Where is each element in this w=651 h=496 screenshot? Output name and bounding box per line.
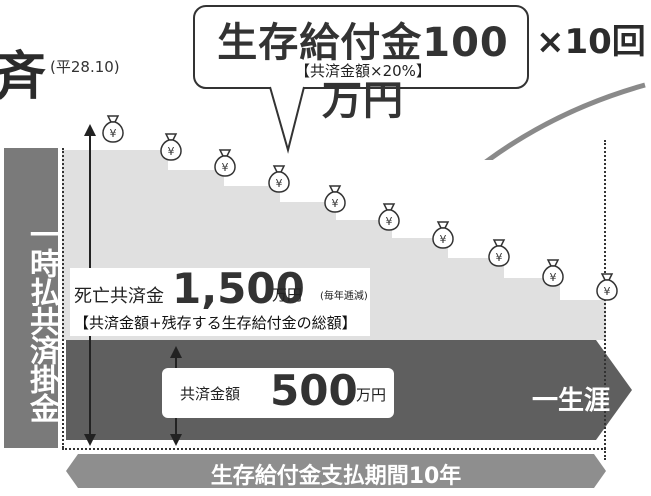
death-benefit-formula: 【共済金額+残存する生存給付金の総額】 [74,314,357,332]
money-bag-icon: ¥ [320,182,350,214]
payment-period-label: 生存給付金支払期間10年 [210,464,462,489]
money-bag-icon: ¥ [156,130,186,162]
times-label: ×10回 [536,22,646,62]
lifetime-label: 一生涯 [532,386,611,416]
money-bag-icon: ¥ [592,270,622,302]
payment-period-band [66,454,606,488]
svg-text:¥: ¥ [386,215,393,228]
death-benefit-note: (毎年逓減) [320,291,368,302]
death-benefit-label: 死亡共済金 [74,286,164,307]
svg-text:¥: ¥ [222,161,229,174]
coverage-label: 共済金額 [180,385,241,403]
title-date: (平28.10) [50,58,120,76]
death-benefit-amount: 1,500 [172,264,305,313]
money-bag-icon: ¥ [264,162,294,194]
money-bag-icon: ¥ [98,112,128,144]
premium-label: 一時払共済掛金 [24,218,59,422]
svg-text:¥: ¥ [604,285,611,298]
money-bag-icon: ¥ [538,256,568,288]
money-bag-icon: ¥ [484,236,514,268]
survival-benefit-formula: 【共済金額×20%】 [295,62,431,80]
svg-text:¥: ¥ [168,145,175,158]
coverage-unit: 万円 [356,386,387,404]
dotted-guide [62,448,606,450]
svg-text:¥: ¥ [110,127,117,140]
svg-text:¥: ¥ [496,251,503,264]
dotted-guide [62,148,64,448]
money-bag-icon: ¥ [428,218,458,250]
coverage-amount: 500 [270,366,358,415]
survival-benefit-title: 生存給付金100万円 [217,20,509,124]
premium-bar [4,148,58,448]
svg-text:¥: ¥ [550,271,557,284]
money-bag-icon: ¥ [374,200,404,232]
svg-text:¥: ¥ [440,233,447,246]
callout-bubble [193,5,646,160]
coverage-label-box [162,368,394,418]
death-benefit-box [70,268,370,336]
title-fragment: 斉 [0,47,46,107]
death-benefit-unit: 万円 [272,286,303,304]
money-bag-icon: ¥ [210,146,240,178]
svg-text:¥: ¥ [276,177,283,190]
svg-text:¥: ¥ [332,197,339,210]
